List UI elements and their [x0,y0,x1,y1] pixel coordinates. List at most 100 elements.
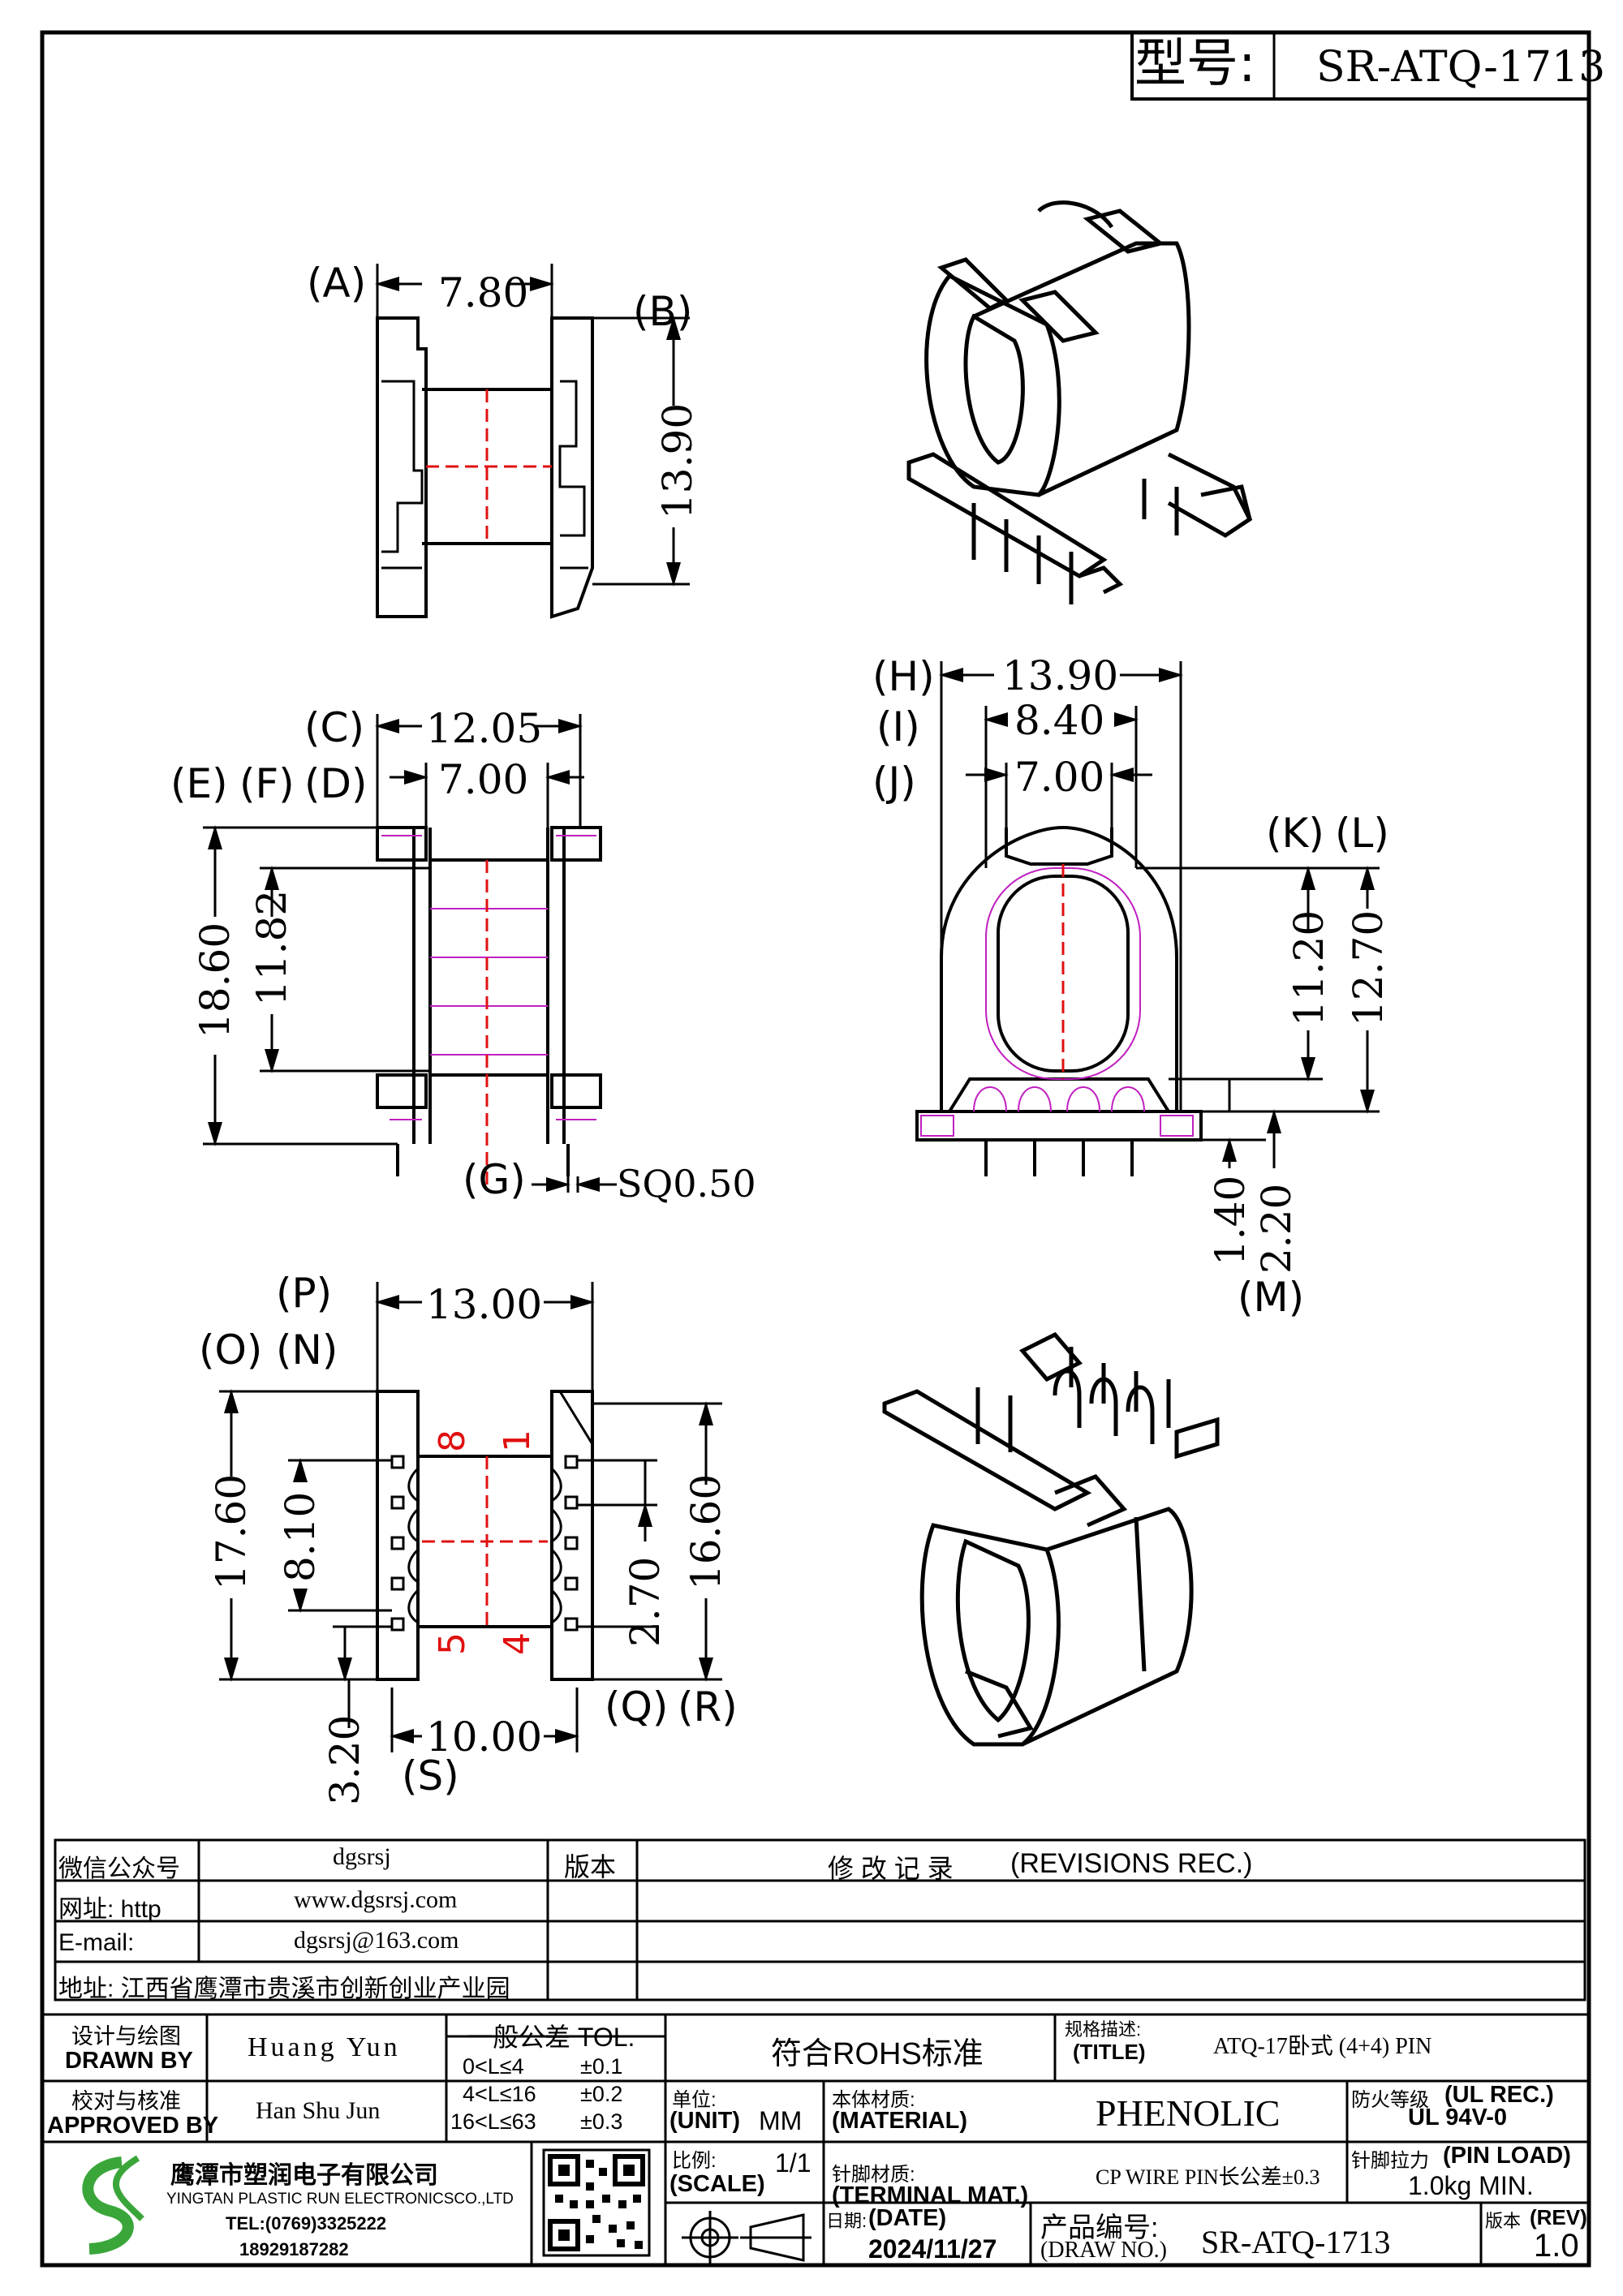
view-iso-top [906,200,1253,604]
pin-load-cn: 针脚拉力 [1351,2150,1429,2172]
callout-L: (L) [1335,810,1389,857]
dim-2-70: 2.70 [622,1557,669,1647]
unit-value: MM [759,2106,803,2135]
callout-I: (I) [876,703,920,750]
draw-no-en: (DRAW NO.) [1040,2238,1167,2263]
callout-S: (S) [402,1752,459,1799]
fire-rating-value: UL 94V-0 [1408,2105,1507,2130]
web-value[interactable]: www.dgsrsj.com [294,1886,458,1913]
view-iso-bottom [882,1331,1220,1747]
pin-label-5: 5 [432,1632,473,1655]
dim-7-00-a: 7.00 [438,756,528,803]
view-mid-left [376,826,602,1176]
tolerance-row-2-value: ±0.2 [580,2082,623,2106]
material-value: PHENOLIC [1096,2092,1281,2134]
fire-rating-cn: 防火等级 [1351,2089,1429,2111]
date-en: (DATE) [868,2205,947,2231]
wechat-value: dgsrsj [333,1843,391,1870]
revisions-header-en: (REVISIONS REC.) [1010,1848,1253,1879]
dim-13-90-a: 13.90 [654,403,701,519]
callout-B: (B) [633,288,693,335]
company-logo-icon [82,2155,144,2255]
unit-en: (UNIT) [669,2108,740,2134]
pin-row-left [390,1455,420,1632]
company-tel: TEL:(0769)3325222 [226,2213,387,2234]
dim-7-80: 7.80 [438,269,528,316]
dim-8-40: 8.40 [1014,697,1104,744]
scale-cn: 比例: [672,2150,717,2172]
view-mid-right [915,825,1203,1176]
version-header: 版本 [564,1852,617,1881]
material-en: (MATERIAL) [832,2108,967,2134]
title-en: (TITLE) [1073,2040,1146,2064]
tolerance-row-3-value: ±0.3 [580,2109,623,2134]
dim-2-20: 2.20 [1253,1184,1300,1274]
model-label: 型号: [1134,34,1256,94]
model-box [1130,31,1591,101]
tolerance-title: 一般公差 TOL. [467,2023,635,2052]
callout-O: (O) [199,1326,263,1374]
tolerance-row-1-value: ±0.1 [580,2054,623,2079]
model-value: SR-ATQ-1713 [1316,43,1605,92]
scale-value: 1/1 [775,2148,812,2178]
pin-label-4: 4 [497,1632,538,1655]
company-name-en: YINGTAN PLASTIC RUN ELECTRONICSCO.,LTD [166,2191,514,2208]
unit-cn: 单位: [672,2089,717,2111]
date-value: 2024/11/27 [868,2234,997,2264]
dim-1-40: 1.40 [1207,1176,1254,1266]
approved-by-en: APPROVED BY [47,2113,219,2139]
draw-no-value: SR-ATQ-1713 [1201,2224,1391,2260]
approved-by-cn: 校对与核准 [71,2089,181,2113]
callout-E: (E) [170,760,228,807]
company-name-cn: 鹰潭市塑润电子有限公司 [170,2162,438,2189]
pin-load-value: 1.0kg MIN. [1408,2171,1534,2200]
revisions-header-cn: 修 改 记 录 [828,1854,954,1883]
dim-sq0-50: SQ0.50 [617,1162,756,1206]
dim-3-20: 3.20 [321,1715,368,1805]
pin-label-8: 8 [432,1430,473,1452]
callout-Q: (Q) [605,1683,669,1731]
scale-en: (SCALE) [669,2171,765,2197]
drawn-by-name: Huang Yun [248,2032,401,2062]
callout-N: (N) [276,1326,338,1374]
pin-load-en: (PIN LOAD) [1443,2143,1571,2169]
email-value[interactable]: dgsrsj@163.com [294,1927,459,1954]
callout-P: (P) [276,1270,333,1317]
tolerance-row-1-range: 0<L≤4 [463,2054,524,2079]
rohs-statement: 符合ROHS标准 [771,2037,984,2071]
company-mobile: 18929187282 [239,2239,349,2259]
callout-M: (M) [1238,1274,1305,1321]
pin-row-right [550,1455,579,1632]
dim-7-00-b: 7.00 [1014,754,1104,801]
dim-13-90-b: 13.90 [1002,652,1118,699]
drawn-by-cn: 设计与绘图 [71,2024,181,2049]
dim-17-60: 17.60 [208,1474,255,1590]
draw-no-cn: 产品编号: [1040,2212,1159,2243]
callout-A: (A) [307,260,367,307]
terminal-en: (TERMINAL MAT.) [832,2182,1029,2208]
callout-H: (H) [872,653,935,700]
title-cn: 规格描述: [1065,2019,1142,2040]
rev-en: (REV) [1530,2205,1587,2229]
callout-J: (J) [872,759,916,806]
fire-rating-en: (UL REC.) [1444,2082,1554,2108]
approved-by-name: Han Shu Jun [256,2097,381,2124]
material-cn: 本体材质: [832,2089,915,2111]
callout-F: (F) [239,760,295,807]
callout-D: (D) [304,760,368,807]
terminal-value: CP WIRE PIN长公差±0.3 [1096,2165,1320,2189]
callout-C: (C) [304,704,364,751]
dim-11-20: 11.20 [1285,910,1332,1026]
tolerance-row-2-range: 4<L≤16 [463,2082,536,2106]
wechat-label: 微信公众号 [58,1855,180,1882]
dim-12-05: 12.05 [426,705,542,752]
outer-border [40,30,1591,2268]
web-label: 网址: http [58,1896,161,1923]
dim-16-60: 16.60 [682,1474,730,1590]
address-text: 地址: 江西省鹰潭市贵溪市创新创业产业园 [58,1976,510,2002]
terminal-cn: 针脚材质: [832,2164,915,2186]
date-cn: 日期: [826,2211,867,2231]
email-label: E-mail: [58,1929,135,1956]
rev-value: 1.0 [1534,2228,1579,2264]
title-value: ATQ-17卧式 (4+4) PIN [1213,2034,1432,2059]
